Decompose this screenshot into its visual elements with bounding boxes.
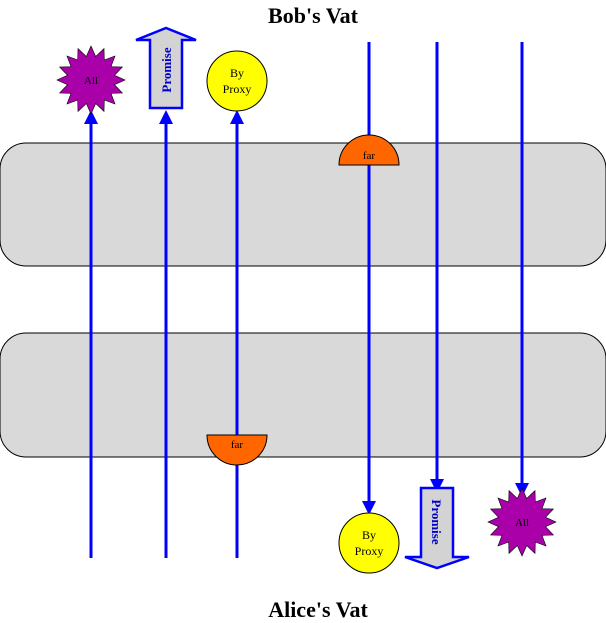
by-proxy-circle-icon-bottom: By Proxy [338, 512, 400, 574]
all-label-bottom: All [515, 517, 529, 529]
by-proxy-label-top-line2: Proxy [223, 82, 252, 96]
promise-label-top: Promise [159, 47, 174, 92]
far-half-circle-icon-upper: far [338, 134, 400, 166]
by-proxy-circle-icon-top: By Proxy [206, 50, 268, 112]
alices-vat-title: Alice's Vat [268, 597, 368, 622]
promise-arrow-icon-top: Promise [135, 26, 197, 110]
bobs-vat-title: Bob's Vat [268, 3, 359, 28]
by-proxy-label-top-line1: By [230, 66, 244, 80]
far-half-circle-icon-lower: far [206, 434, 268, 466]
all-label-top: All [84, 75, 98, 87]
far-label-upper: far [363, 150, 376, 162]
promise-arrow-icon-bottom: Promise [404, 486, 470, 570]
all-star-icon-bottom: All [487, 487, 557, 557]
lower-band [0, 332, 606, 458]
all-star-icon-top: All [56, 45, 126, 115]
by-proxy-label-bottom-line2: Proxy [355, 544, 384, 558]
by-proxy-label-bottom-line1: By [362, 528, 376, 542]
upper-band [0, 142, 606, 267]
promise-label-bottom: Promise [429, 499, 444, 544]
far-label-lower: far [231, 439, 244, 451]
